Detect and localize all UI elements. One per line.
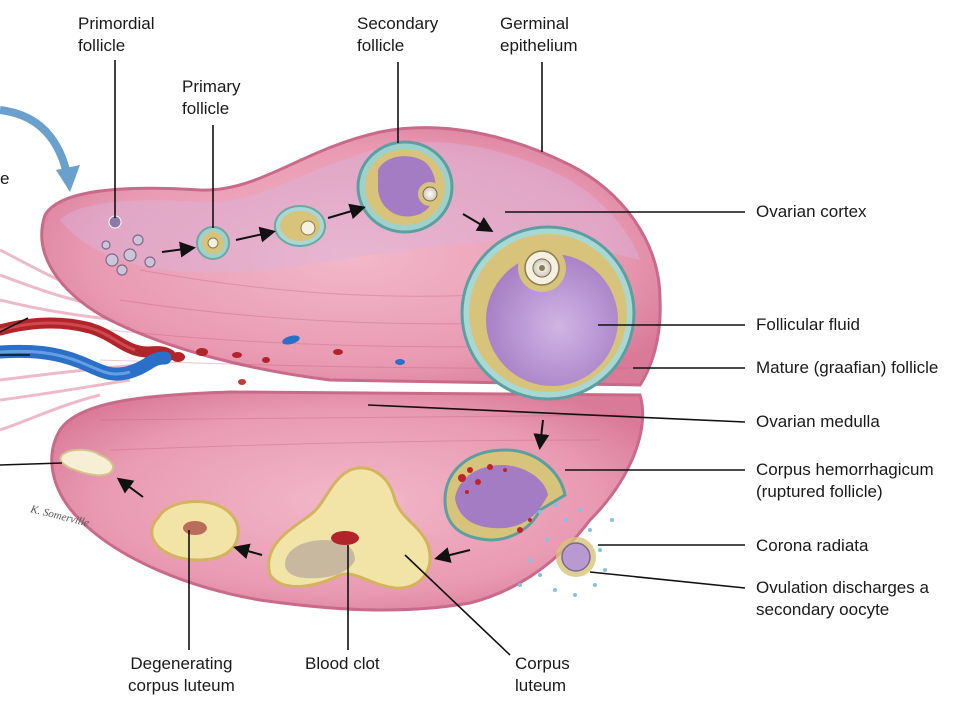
corpus-albicans-shape: [59, 448, 115, 477]
corpus-luteum-shape: [267, 466, 432, 590]
vessel-sections: [171, 335, 405, 385]
label-ovarian-cortex: Ovarian cortex: [756, 202, 867, 221]
leader-lines: [0, 60, 746, 656]
corpus-hemorrhagicum-shape: [443, 448, 567, 542]
secondary-follicle-shape: [356, 140, 454, 234]
label-blood-clot: Blood clot: [305, 654, 380, 673]
degenerating-corpus-luteum-shape: [150, 500, 240, 562]
label-cut-off-left: e: [0, 169, 10, 188]
curved-arrow: [0, 106, 80, 192]
label-mature-follicle: Mature (graafian) follicle: [756, 358, 939, 377]
graafian-follicle-shape: [460, 225, 636, 401]
growing-follicle-shape: [274, 205, 326, 247]
process-arrows: [116, 203, 550, 563]
label-corona-radiata: Corona radiata: [756, 536, 869, 555]
label-corpus-hemorrhagicum: Corpus hemorrhagicum(ruptured follicle): [756, 460, 934, 501]
primordial-follicles: [101, 215, 156, 276]
primary-follicle-shape: [196, 226, 230, 260]
ovulated-oocyte-shape: [518, 503, 614, 597]
label-follicular-fluid: Follicular fluid: [756, 315, 860, 334]
label-ovarian-medulla: Ovarian medulla: [756, 412, 880, 431]
